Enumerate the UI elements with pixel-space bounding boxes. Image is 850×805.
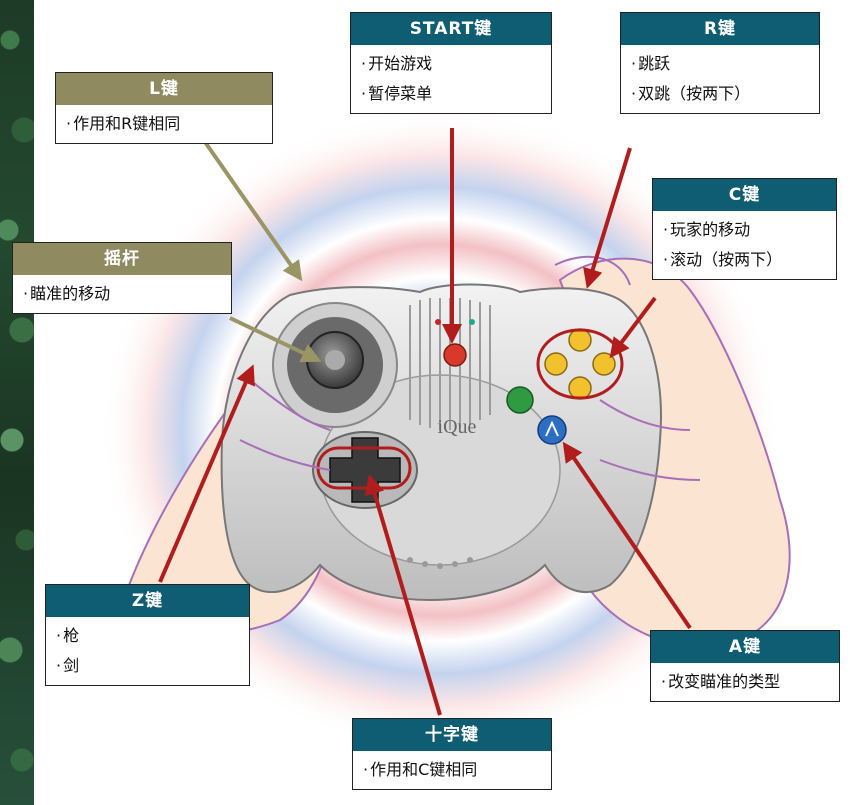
label-dpad-title: 十字键 [353,719,551,751]
label-z: Z键 枪 剑 [45,584,250,686]
label-start-item-1: 开始游戏 [361,49,541,79]
label-r-title: R键 [621,13,819,45]
grip-dots [407,557,473,569]
label-z-title: Z键 [46,585,249,617]
arrow-dpad [364,474,442,716]
arrow-r [583,147,632,289]
label-c-item-1: 玩家的移动 [663,215,826,245]
arrow-c [609,296,657,359]
arrow-z [158,364,255,583]
c-button-cluster [544,328,616,400]
label-dpad: 十字键 作用和C键相同 [352,718,552,790]
indicator-light-red [435,319,441,325]
jungle-background-strip [0,0,34,805]
label-r-item-2: 双跳（按两下） [631,79,809,109]
b-button-icon[interactable] [506,386,534,414]
arrow-a [562,441,692,630]
label-a: A键 改变瞄准的类型 [650,630,840,702]
right-finger-outline-2 [599,399,701,481]
ique-logo: iQue [438,416,477,438]
label-r-item-1: 跳跃 [631,49,809,79]
label-start-item-2: 暂停菜单 [361,79,541,109]
label-stick-item-1: 瞄准的移动 [23,279,221,309]
indicator-light-green [469,319,475,325]
label-a-item-1: 改变瞄准的类型 [661,667,829,697]
start-button-icon[interactable] [443,343,467,367]
arrow-stick [229,316,322,363]
c-left-button-icon[interactable] [544,352,568,376]
label-z-item-2: 剑 [56,651,239,681]
label-stick: 摇杆 瞄准的移动 [12,242,232,314]
label-c-title: C键 [653,179,836,211]
a-button-icon[interactable] [537,415,567,445]
label-a-title: A键 [651,631,839,663]
label-dpad-item-1: 作用和C键相同 [363,755,541,785]
left-finger-outline [239,379,331,471]
label-start: START键 开始游戏 暂停菜单 [350,12,552,114]
label-l: L键 作用和R键相同 [55,72,273,144]
c-button-highlight-ring [536,328,624,400]
arrow-l [203,140,303,282]
c-right-button-icon[interactable] [592,352,616,376]
analog-stick-cap [325,350,345,370]
label-c-item-2: 滚动（按两下） [663,245,826,275]
label-z-item-1: 枪 [56,621,239,651]
label-stick-title: 摇杆 [13,243,231,275]
c-up-button-icon[interactable] [568,328,592,352]
right-finger-outline [554,255,631,286]
label-l-item-1: 作用和R键相同 [66,109,262,139]
label-l-title: L键 [56,73,272,105]
label-start-title: START键 [351,13,551,45]
label-c: C键 玩家的移动 滚动（按两下） [652,178,837,280]
c-down-button-icon[interactable] [568,376,592,400]
a-button-glyph [545,420,559,437]
label-r: R键 跳跃 双跳（按两下） [620,12,820,114]
